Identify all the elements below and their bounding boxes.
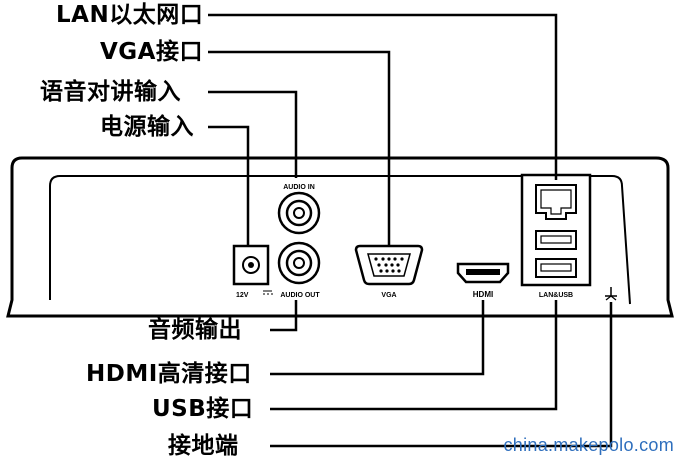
leader-line-ground [270, 302, 613, 448]
audio-in-port-icon [277, 191, 321, 235]
leader-lines [208, 13, 613, 448]
ground-terminal-icon [605, 287, 617, 301]
leader-line-hdmi [270, 300, 485, 376]
audio-out-port-icon [277, 241, 321, 285]
callout-vga-port: VGA接口 [100, 39, 203, 65]
callout-audio-out: 音频输出 [148, 317, 242, 343]
callout-ground: 接地端 [168, 433, 239, 459]
callout-power-in: 电源输入 [100, 114, 194, 140]
watermark: china.makepolo.com [503, 435, 674, 455]
panel-label-audio-in: AUDIO IN [283, 184, 315, 191]
lan-port-icon [535, 184, 577, 220]
panel-label-audio-out: AUDIO OUT [280, 292, 320, 299]
leader-line-vga [208, 50, 391, 246]
leader-line-power [208, 125, 250, 246]
hdmi-port-icon [456, 262, 510, 284]
usb-port-top-icon [535, 230, 577, 250]
leader-line-audio-in [208, 90, 298, 178]
callout-usb-port: USB接口 [152, 396, 254, 422]
callout-audio-in: 语音对讲输入 [40, 79, 181, 105]
callout-lan-port: LAN以太网口 [56, 2, 204, 28]
power-jack-icon [232, 244, 273, 295]
lan-usb-block [520, 173, 592, 287]
panel-label-lan-usb: LAN&USB [539, 292, 573, 299]
panel-label-power: 12V [236, 292, 249, 299]
leader-line-audio-out [270, 300, 298, 332]
device-inner-panel [49, 175, 631, 305]
panel-label-vga: VGA [381, 292, 396, 299]
panel-label-hdmi: HDMI [473, 290, 493, 299]
vga-port-icon [354, 244, 424, 286]
leader-line-usb [270, 300, 558, 411]
callout-hdmi-port: HDMI高清接口 [86, 361, 252, 387]
usb-port-bottom-icon [535, 258, 577, 278]
leader-line-lan [208, 13, 558, 180]
